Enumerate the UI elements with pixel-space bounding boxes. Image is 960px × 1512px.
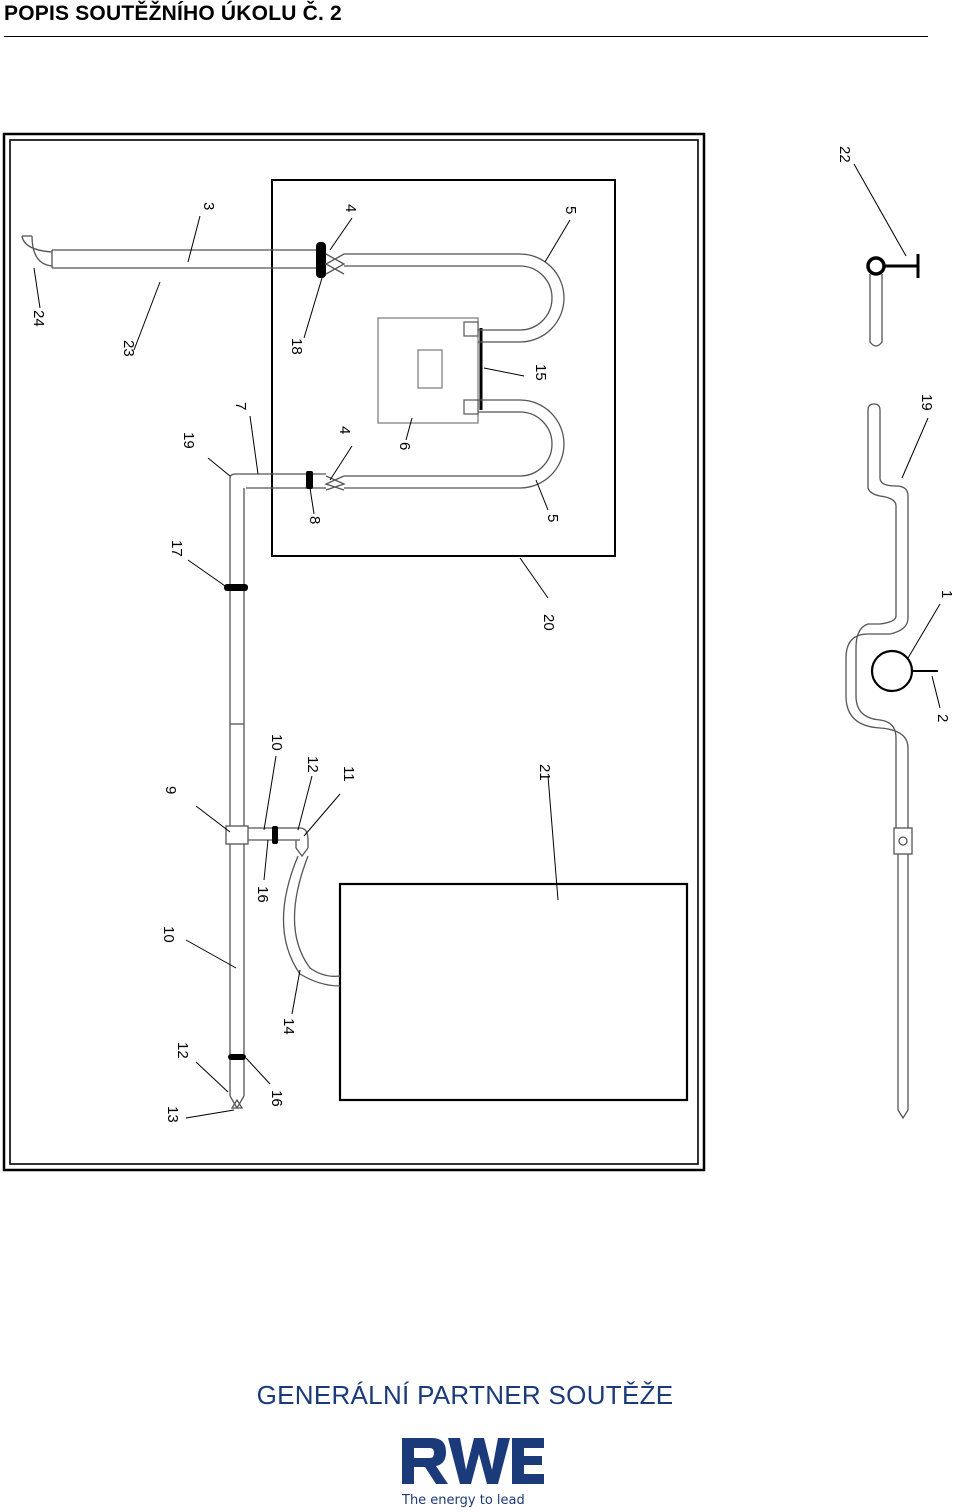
label-16-top: 16: [254, 886, 271, 903]
vertical-pipe: [225, 473, 249, 1110]
sleeve-8: [306, 471, 313, 489]
riser-pipe: [21, 235, 320, 269]
label-17: 17: [168, 540, 185, 557]
label-1: 1: [938, 590, 955, 598]
sleeve-17: [224, 584, 248, 591]
appliance-box: [338, 882, 689, 1102]
label-9: 9: [162, 786, 179, 794]
lower-pipe-run: [246, 399, 565, 491]
gas-meter: [377, 317, 479, 424]
label-22: 22: [836, 146, 853, 163]
label-12-bottom: 12: [174, 1042, 191, 1059]
label-5-top: 5: [562, 206, 579, 214]
label-24: 24: [30, 310, 47, 327]
label-4-top: 4: [342, 204, 359, 212]
sleeve-16-lower: [228, 1054, 246, 1060]
panel-frame-inner: [9, 139, 699, 1165]
label-21: 21: [536, 764, 553, 781]
label-18: 18: [288, 338, 305, 355]
upper-pipe-run: [324, 253, 565, 343]
rwe-logo: The energy to lead: [401, 1438, 544, 1508]
callout-labels: 1 2 3 4 4 5 5 6 7 8 9 10 10 11 12 12 13 …: [30, 146, 955, 1123]
flex-hose-14: [282, 855, 341, 987]
partner-heading: GENERÁLNÍ PARTNER SOUTĚŽE: [256, 1380, 674, 1410]
meter-board-box: [271, 179, 616, 557]
label-23: 23: [120, 340, 137, 357]
label-6: 6: [396, 442, 413, 450]
label-10-top: 10: [268, 734, 285, 751]
label-12-top: 12: [304, 756, 321, 773]
label-5-bottom: 5: [544, 514, 561, 522]
label-15: 15: [532, 364, 549, 381]
label-7: 7: [232, 402, 249, 410]
title-rule: [4, 36, 928, 37]
label-14: 14: [280, 1018, 297, 1035]
leader-lines: [33, 163, 941, 1119]
rwe-tagline: The energy to lead: [401, 1493, 525, 1508]
label-20: 20: [540, 614, 557, 631]
detail-view: [845, 254, 938, 1120]
label-8: 8: [306, 516, 323, 524]
label-3: 3: [200, 202, 217, 210]
label-4-bottom: 4: [336, 426, 353, 434]
label-19-left: 19: [180, 432, 197, 449]
label-11: 11: [340, 766, 357, 782]
installation-diagram: 1 2 3 4 4 5 5 6 7 8 9 10 10 11 12 12 13 …: [2, 132, 955, 1172]
page-title: POPIS SOUTĚŽNÍHO ÚKOLU Č. 2: [4, 2, 342, 25]
panel-frame-outer: [2, 132, 706, 1172]
label-13: 13: [164, 1106, 181, 1123]
label-2: 2: [934, 714, 951, 722]
sleeve-16-upper: [272, 826, 278, 844]
label-19-right: 19: [918, 394, 935, 411]
label-16-bottom: 16: [268, 1090, 285, 1107]
label-10-bottom: 10: [160, 926, 177, 943]
sleeve-18: [316, 242, 326, 278]
